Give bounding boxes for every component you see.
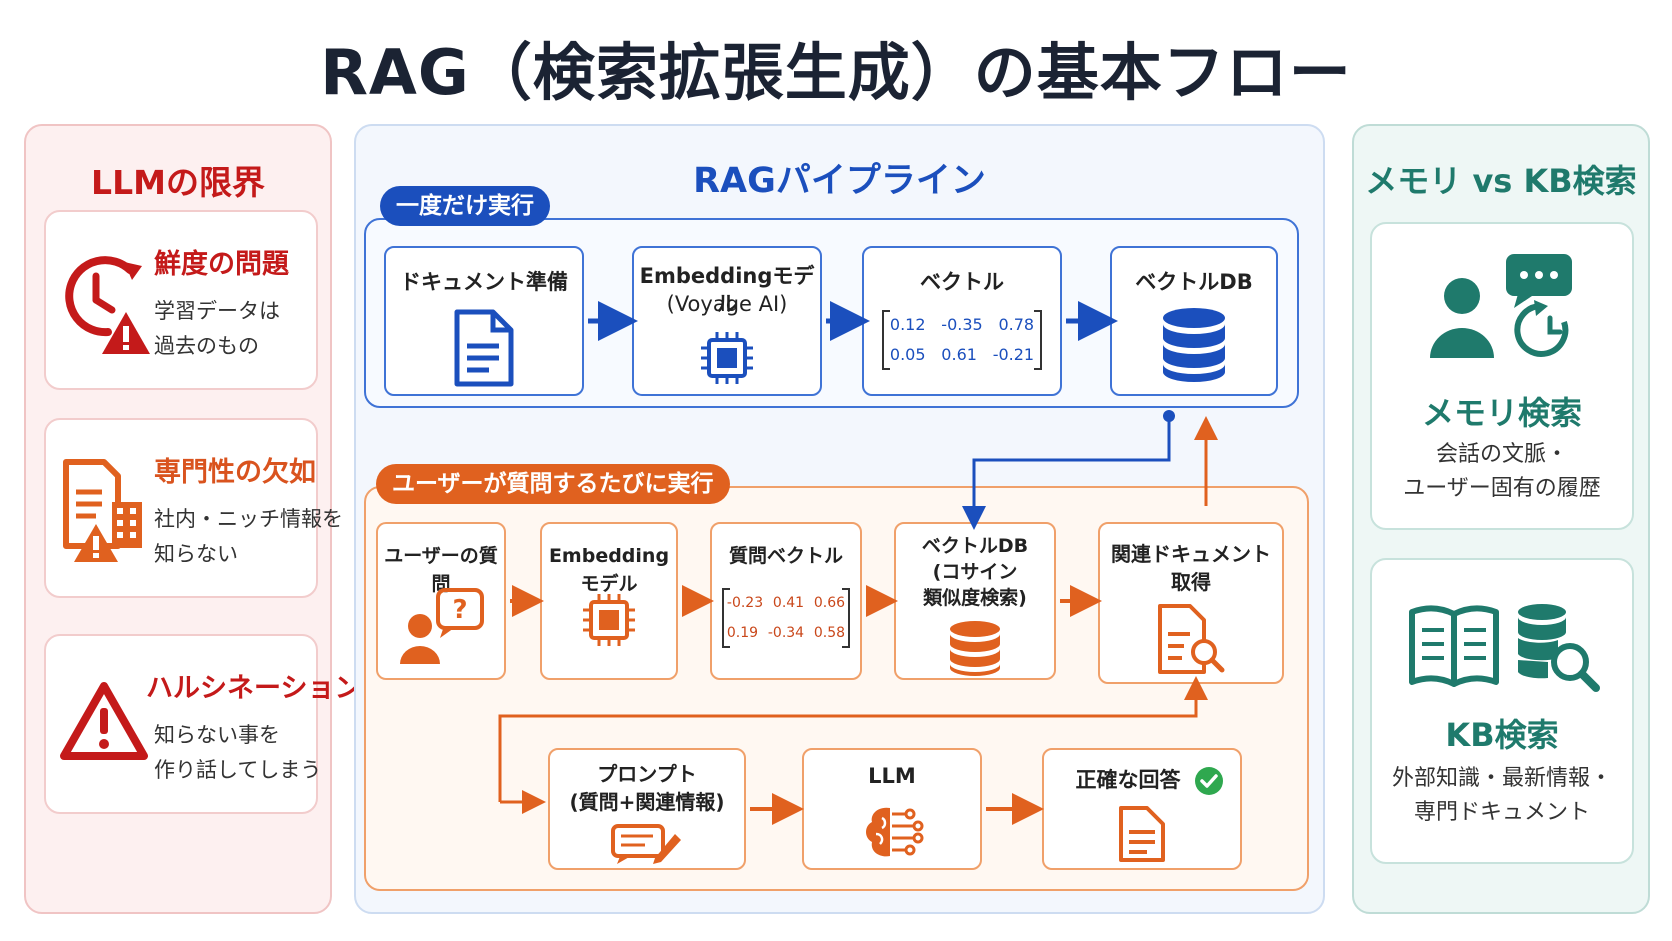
- embedding-model-once-box: Embeddingモデル (Voyage AI): [632, 246, 822, 396]
- memory-search-heading: メモリ検索: [1421, 394, 1582, 432]
- expertise-card: 専門性の欠如 社内・ニッチ情報を 知らない: [44, 418, 343, 598]
- kb-search-desc: 外部知識・最新情報・ 専門ドキュメント: [1391, 766, 1612, 825]
- related-docs-box: 関連ドキュメント 取得: [1098, 522, 1284, 684]
- junction-dot: [1163, 410, 1175, 422]
- document-building-warning-icon: [63, 459, 142, 562]
- kb-search-heading: KB検索: [1445, 716, 1559, 754]
- message-edit-icon: [611, 824, 681, 864]
- per-query-tag: ユーザーが質問するたびに実行: [376, 464, 730, 504]
- warning-triangle-icon: [60, 682, 148, 760]
- hallucination-desc: 知らない事を 作り話してしまう: [154, 723, 322, 782]
- memory-search-card: メモリ検索 会話の文脈・ ユーザー固有の履歴: [1370, 222, 1634, 530]
- svg-text:?: ?: [452, 595, 467, 625]
- vector-db-query-box: ベクトルDB (コサイン 類似度検索): [894, 522, 1056, 680]
- user-question-icon: ?: [400, 588, 484, 664]
- freshness-heading: 鮮度の問題: [154, 249, 289, 280]
- database-icon: [950, 621, 1000, 676]
- freshness-desc: 学習データは 過去のもの: [154, 299, 280, 358]
- llm-box: LLM: [802, 748, 982, 870]
- rag-pipeline-panel: RAGパイプライン 一度だけ実行 ドキュメント準備 Embeddingモデル (…: [354, 124, 1325, 914]
- brain-circuit-icon: [866, 807, 924, 857]
- document-icon: [454, 309, 514, 387]
- hallucination-heading: ハルシネーション: [146, 673, 362, 704]
- user-question-box: ユーザーの質問 ?: [376, 522, 506, 680]
- check-circle-icon: [1195, 767, 1223, 795]
- database-icon: [1163, 308, 1225, 382]
- kb-search-card: KB検索 外部知識・最新情報・ 専門ドキュメント: [1370, 558, 1634, 864]
- user-chat-history-icon: [1430, 254, 1572, 358]
- expertise-desc: 社内・ニッチ情報を 知らない: [154, 507, 343, 566]
- clock-warning-icon: [65, 256, 150, 354]
- doc-prep-box: ドキュメント準備: [384, 246, 584, 396]
- chip-icon: [583, 594, 635, 646]
- pipeline-title: RAGパイプライン: [693, 161, 986, 201]
- llm-limits-panel: LLMの限界 鮮度の問題 学習データは 過去のもの: [24, 124, 361, 914]
- document-search-icon: [1158, 604, 1225, 674]
- once-tag: 一度だけ実行: [380, 186, 550, 226]
- memory-vs-kb-panel: メモリ vs KB検索 メモリ検索 会話の文脈・ ユーザー固有の履歴: [1352, 124, 1650, 914]
- book-database-search-icon: [1409, 604, 1600, 692]
- hallucination-card: ハルシネーション 知らない事を 作り話してしまう: [44, 634, 361, 814]
- freshness-card: 鮮度の問題 学習データは 過去のもの: [44, 210, 318, 390]
- embedding-model-query-box: Embeddingモデル: [540, 522, 678, 680]
- answer-box: 正確な回答: [1042, 748, 1242, 870]
- document-icon: [1119, 806, 1165, 862]
- chip-icon: [701, 332, 753, 384]
- llm-limits-title: LLMの限界: [91, 163, 265, 202]
- expertise-heading: 専門性の欠如: [154, 457, 316, 488]
- prompt-box: プロンプト (質問+関連情報): [548, 748, 746, 870]
- vector-db-once-box: ベクトルDB: [1110, 246, 1278, 396]
- memory-search-desc: 会話の文脈・ ユーザー固有の履歴: [1403, 442, 1601, 501]
- page-title: RAG（検索拡張生成）の基本フロー: [320, 36, 1352, 109]
- memory-vs-kb-title: メモリ vs KB検索: [1365, 162, 1637, 200]
